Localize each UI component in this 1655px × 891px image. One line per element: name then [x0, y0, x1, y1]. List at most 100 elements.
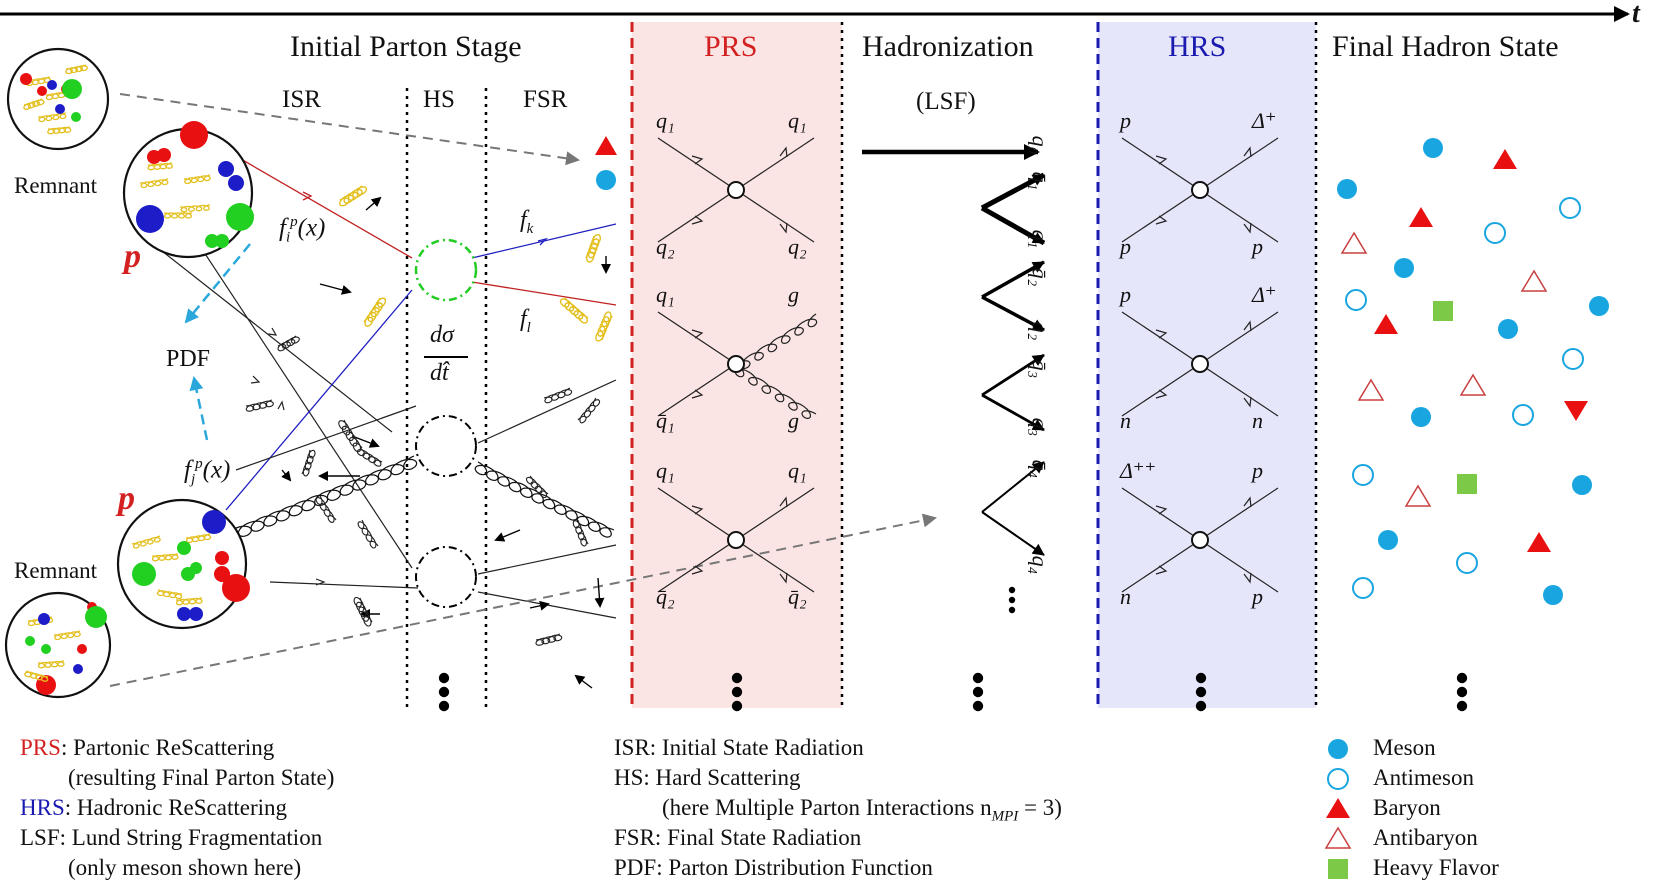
gluon-black	[245, 399, 274, 412]
gluon-yellow	[595, 311, 613, 342]
gluon-yellow	[175, 597, 203, 606]
prs-vertex-label-br: q̄₂	[788, 584, 807, 609]
lsf-quark-label: q̄₁	[1027, 171, 1053, 191]
quark-blue	[202, 510, 226, 534]
lsf-arrow-up	[980, 172, 1046, 211]
gluon-yellow	[65, 64, 88, 75]
remnant-arrow-top	[119, 93, 580, 166]
lsf-chevrons	[980, 172, 1046, 556]
quark-green	[132, 562, 156, 586]
prs-vertex-label-bl: q̄₂	[656, 584, 675, 609]
legend-antibaryon: Antibaryon	[1373, 825, 1478, 850]
dsigma-bar	[424, 356, 468, 358]
prs-vertex-line-tl	[657, 487, 737, 541]
quark-green	[226, 203, 254, 231]
header-prs: PRS	[704, 30, 758, 63]
gluon-yellow	[47, 126, 72, 135]
gluon-black	[535, 633, 563, 646]
ellipsis-dot	[438, 700, 450, 712]
prs-vertex-label-tl: q₁	[656, 458, 675, 483]
meson	[1423, 138, 1443, 158]
fk-label: fk	[520, 207, 534, 237]
prs-vertex-arrow	[779, 222, 788, 234]
meson	[1411, 407, 1431, 427]
gluon-yellow	[559, 297, 589, 324]
gluon-black	[577, 397, 601, 424]
quark-red	[20, 73, 32, 85]
hrs-vertex-arrow	[1155, 565, 1168, 575]
antibaryon	[1520, 269, 1548, 292]
quark-green	[85, 606, 107, 628]
parton-lines	[147, 139, 617, 619]
gluon-yellow	[180, 204, 211, 213]
hrs-vertex-arrow	[1243, 396, 1252, 408]
hrs-vertex-arrow	[1155, 505, 1168, 515]
hrs-vertex-label-bl: n	[1120, 408, 1131, 433]
gluon-yellow	[163, 212, 193, 219]
ellipsis-dot	[1008, 606, 1016, 614]
hrs-vertex-arrow	[1155, 155, 1168, 165]
ellipsis-dot	[731, 700, 743, 712]
ellipsis-dot	[1456, 672, 1468, 684]
hrs-vertex-label-tl: p	[1120, 282, 1131, 307]
antimeson	[1512, 404, 1534, 426]
meson	[1589, 296, 1609, 316]
prs-vertex-label-br: g	[788, 408, 799, 433]
lsf-arrow-up	[981, 461, 1045, 513]
prs-vertex-line-tl	[657, 137, 737, 191]
quark-green	[177, 541, 191, 555]
ellipsis-dot	[731, 672, 743, 684]
gluon-yellow	[37, 660, 65, 669]
prs-vertex-line-tr	[735, 487, 815, 541]
antimeson	[1345, 289, 1367, 311]
ellipsis-dot	[438, 672, 450, 684]
legend-antimeson: Antimeson	[1373, 765, 1474, 790]
prs-vertex-line-br	[735, 539, 815, 593]
baryon	[1374, 314, 1398, 334]
hrs-vertex-label-tl: p	[1120, 108, 1131, 133]
prs-vertex-line-bl	[657, 539, 737, 593]
prs-vertex-label-tr: g	[788, 282, 799, 307]
legend-icon-heavy	[1328, 859, 1348, 879]
hrs-vertex-line-tl	[1121, 137, 1201, 191]
antibaryon	[1404, 484, 1432, 507]
header-hadronization: Hadronization	[862, 30, 1034, 63]
antimeson	[1352, 577, 1374, 599]
prs-vertex-line-br	[735, 189, 815, 243]
prs-vertex-arrow	[691, 215, 704, 225]
header-initial-parton-stage: Initial Parton Stage	[290, 30, 522, 63]
lsf-arrow-up	[981, 260, 1045, 299]
radiation-arrow	[574, 674, 593, 689]
baryon	[1564, 401, 1588, 421]
proton-label-bottom: p	[118, 480, 135, 517]
gluon-yellow	[37, 112, 67, 123]
hrs-vertex-vertex	[1191, 181, 1209, 199]
legend-hs-cont: (here Multiple Parton Interactions nMPI …	[662, 795, 1062, 825]
remnant-baryon	[595, 136, 617, 155]
pdf-arrow-top	[184, 243, 251, 324]
meson	[1572, 475, 1592, 495]
quark-blue	[177, 607, 191, 621]
gluon-black	[356, 447, 383, 467]
prs-vertex-vertex	[727, 531, 745, 549]
gluon-yellow	[139, 178, 169, 189]
quark-blue	[55, 104, 65, 114]
prs-vertex-line-tr	[735, 137, 815, 191]
gluon-black	[315, 495, 337, 523]
prs-vertex-gluon-tr	[735, 313, 818, 370]
ellipsis-dot	[972, 700, 984, 712]
legend-hs: HS: Hard Scattering	[614, 765, 801, 790]
prs-vertex-arrow	[779, 496, 788, 508]
prs-vertex-label-br: q₂	[788, 234, 807, 259]
ellipsis-dot	[972, 672, 984, 684]
quark-green	[215, 234, 229, 248]
quark-blue	[47, 80, 57, 90]
legend-icon-baryon	[1326, 798, 1350, 818]
gluon-black	[353, 596, 373, 627]
lsf-arrow-down	[981, 295, 1045, 332]
prs-vertex-arrow	[691, 565, 704, 575]
lsf-quark-label: q̄₂	[1027, 267, 1053, 287]
lsf-arrow-up	[981, 353, 1045, 397]
quark-green	[205, 234, 219, 248]
radiation-arrow	[494, 529, 521, 542]
